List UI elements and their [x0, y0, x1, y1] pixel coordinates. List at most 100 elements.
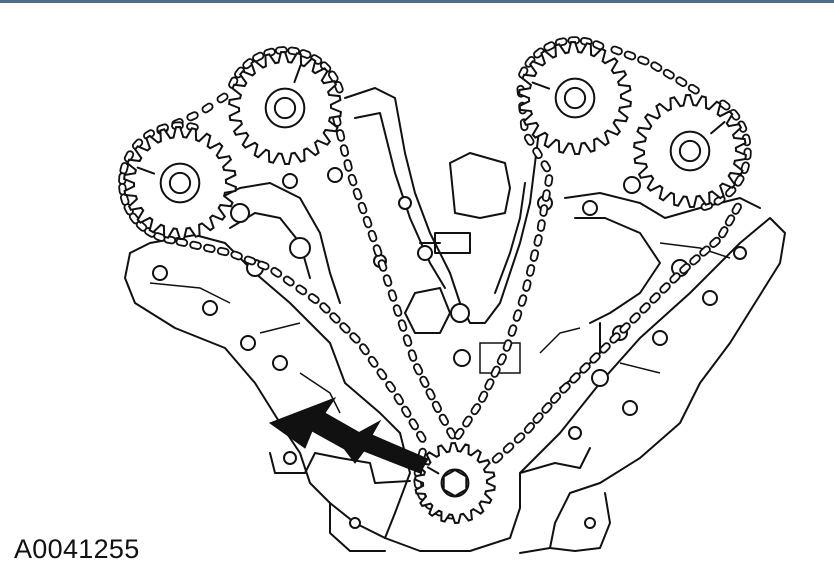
chain-link: [408, 418, 420, 431]
chain-link: [282, 275, 295, 287]
chain-link: [367, 355, 379, 368]
chain-link: [412, 363, 424, 376]
chain-link: [339, 322, 351, 334]
chain-link: [610, 45, 623, 56]
chain-link: [257, 260, 270, 271]
bolt-holes: [152, 167, 747, 529]
chain-link: [462, 415, 473, 428]
intake-camshaft-sprocket-right: [518, 40, 632, 156]
chain-link: [339, 144, 350, 157]
chain-link: [438, 413, 450, 426]
chain-link: [319, 302, 331, 314]
chain-link: [387, 289, 398, 302]
exhaust-camshaft-sprocket-left: [123, 125, 237, 241]
chain-link: [216, 246, 230, 257]
chain-link: [484, 378, 495, 391]
chain-link: [659, 282, 671, 294]
chain-link: [689, 254, 701, 266]
chain-link: [377, 259, 388, 272]
chain-link: [639, 302, 651, 314]
chain-link: [242, 58, 254, 70]
chain-link: [392, 304, 403, 317]
chain-link: [502, 442, 515, 454]
chain-link: [525, 264, 536, 277]
chain-link: [478, 390, 489, 403]
chain-link: [629, 312, 641, 324]
chain-link: [718, 226, 729, 239]
intake-camshaft-sprocket-left: [228, 50, 342, 166]
chain-link: [650, 61, 663, 72]
chain-link: [243, 255, 257, 266]
chain-link: [589, 352, 601, 364]
chain-link: [533, 234, 543, 247]
figure-id-label: A0041255: [14, 534, 140, 564]
chain-link: [372, 244, 383, 257]
crankshaft-bolt: [442, 468, 468, 498]
chain-link: [490, 365, 501, 378]
chain-link: [734, 174, 745, 187]
chain-link: [713, 195, 726, 206]
chain-link: [662, 68, 675, 80]
chain-link: [358, 343, 370, 356]
chain-link: [203, 243, 216, 253]
chain-link: [327, 70, 339, 83]
chain-link: [599, 342, 611, 354]
chain-link: [252, 51, 265, 63]
chain-link: [709, 236, 721, 248]
chain-link: [376, 368, 388, 381]
sprockets: [123, 40, 747, 525]
chain-link: [532, 412, 544, 424]
chain-link: [718, 99, 731, 111]
chain-link: [529, 249, 540, 262]
chain-link: [335, 129, 346, 142]
chain-link: [446, 427, 457, 440]
chain-link: [725, 185, 737, 198]
chain-link: [329, 312, 341, 324]
chain-link: [347, 173, 358, 187]
chain-link: [307, 293, 320, 304]
chain-link: [270, 266, 283, 278]
chain-link: [649, 292, 661, 304]
chain-link: [623, 50, 637, 61]
chain-link: [544, 174, 554, 187]
chain-link: [536, 219, 546, 232]
chain-link: [295, 284, 308, 296]
chain-link: [419, 375, 430, 388]
chain-link: [416, 430, 427, 443]
chain-link: [523, 133, 535, 146]
window-top-border: [0, 0, 834, 3]
chain-link: [349, 332, 361, 344]
chain-link: [299, 49, 312, 59]
chain-link: [541, 402, 553, 414]
chain-link: [569, 372, 581, 384]
chain-link: [382, 274, 393, 287]
chain-link: [609, 332, 621, 344]
chain-link: [512, 309, 523, 322]
chain-link: [592, 40, 605, 51]
chain-link: [352, 187, 363, 201]
chain-link: [517, 294, 528, 307]
chain-link: [230, 250, 243, 261]
chain-link: [393, 393, 405, 406]
chain-link: [216, 92, 229, 104]
chain-link: [385, 380, 397, 393]
chain-link: [637, 55, 650, 66]
chain-link: [401, 405, 412, 418]
chain-link: [491, 452, 504, 464]
chain-link: [619, 322, 631, 334]
chain-link: [496, 353, 507, 366]
chain-link: [543, 41, 556, 52]
chain-link: [513, 432, 526, 444]
chain-link: [402, 334, 413, 347]
arrow-pointer-icon: [268, 396, 429, 474]
exhaust-camshaft-sprocket-right: [633, 93, 747, 209]
chain-link: [522, 279, 532, 292]
chain-link: [549, 392, 562, 404]
chain-link: [579, 362, 591, 374]
chain-link: [431, 400, 443, 413]
chain-link: [675, 76, 688, 87]
chain-link: [533, 47, 545, 59]
chain-link: [559, 382, 571, 394]
chain-link: [532, 147, 543, 160]
